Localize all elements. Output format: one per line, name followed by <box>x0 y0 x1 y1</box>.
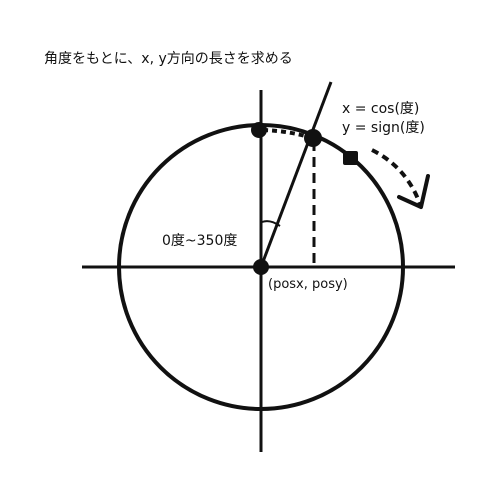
angle-arc <box>261 220 281 227</box>
top-point <box>251 122 267 138</box>
rotating-point <box>304 129 322 147</box>
radius-line <box>259 81 333 268</box>
origin-label: (posx, posy) <box>268 277 348 292</box>
formula-x: x = cos(度) <box>342 101 420 117</box>
rotation-arrow <box>371 148 423 208</box>
diagram-title: 角度をもとに、x, y方向の長さを求める <box>44 51 293 67</box>
formula-y: y = sign(度) <box>342 120 425 136</box>
origin-point <box>253 259 269 275</box>
next-point-marker <box>343 151 358 165</box>
angle-range-label: 0度~350度 <box>162 233 238 249</box>
rotation-arrow-head <box>397 174 430 209</box>
